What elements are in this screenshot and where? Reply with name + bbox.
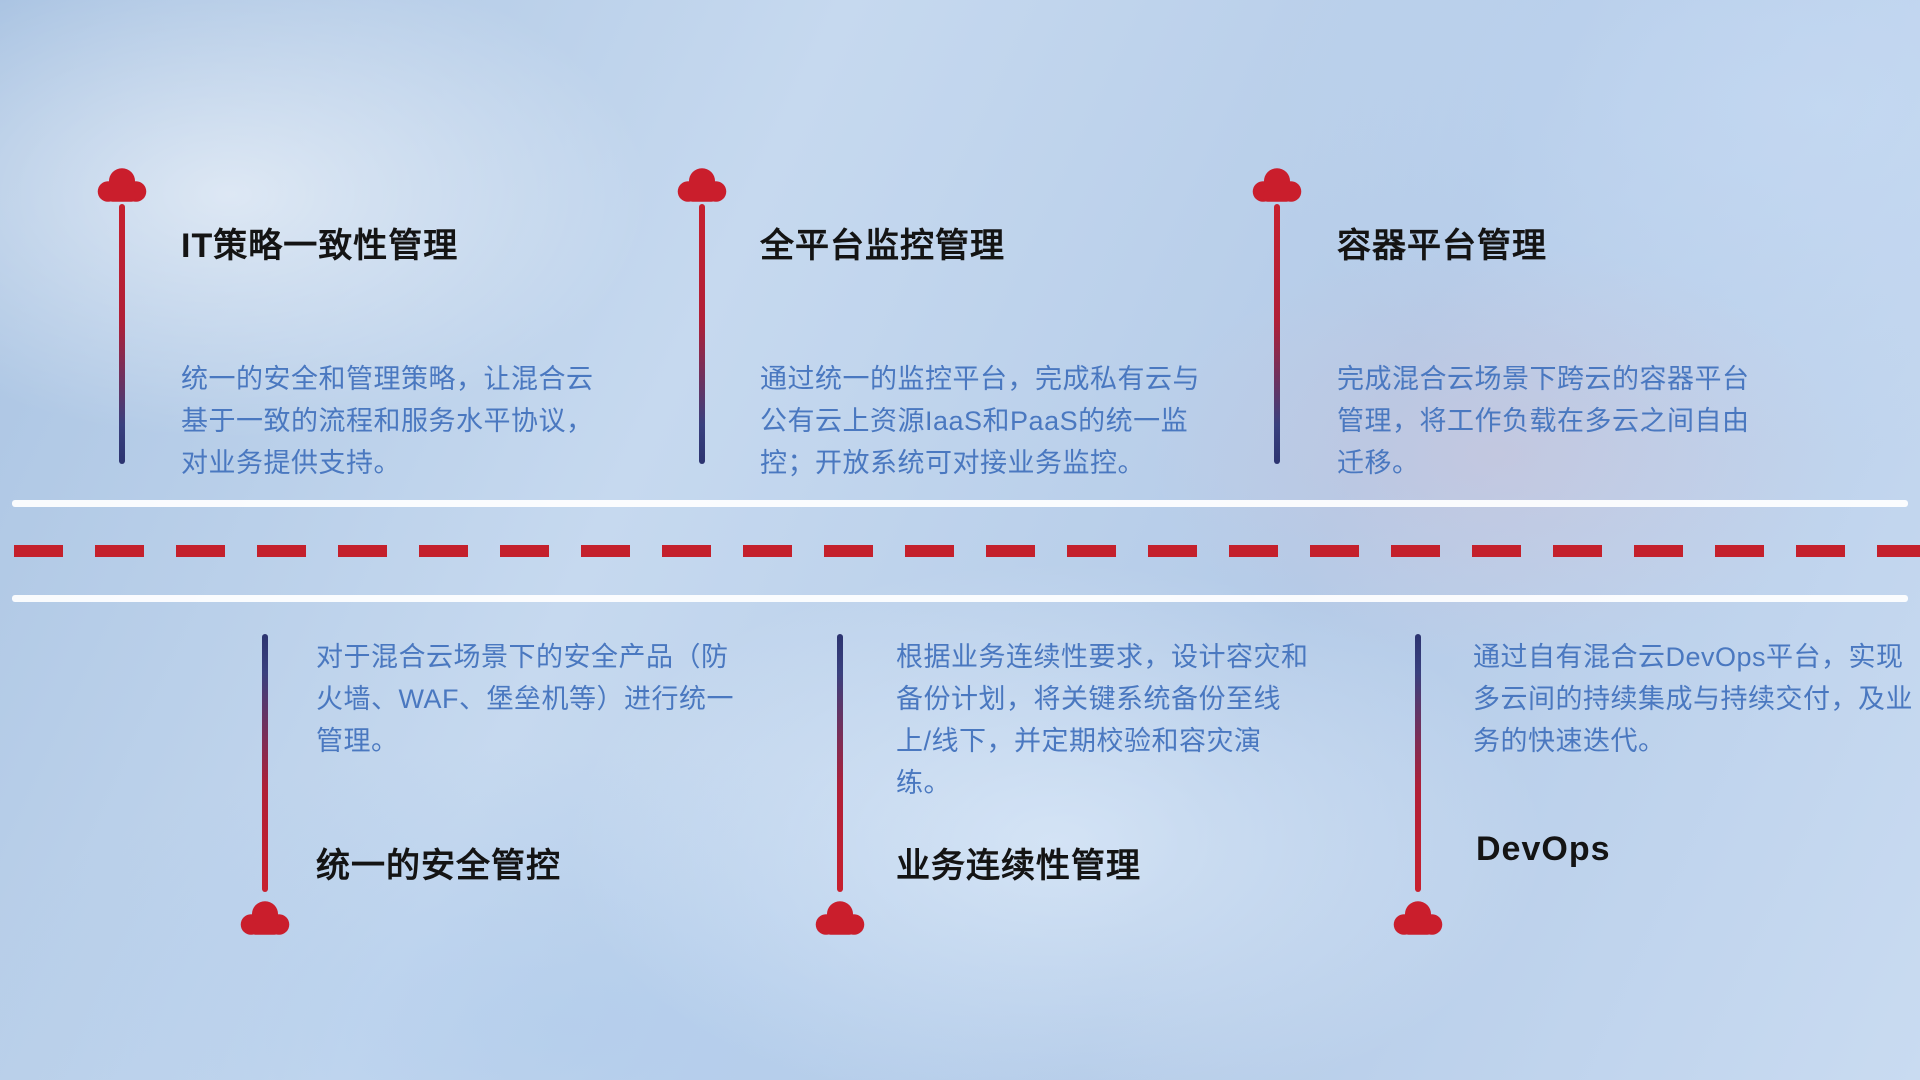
item-description: 完成混合云场景下跨云的容器平台管理，将工作负载在多云之间自由迁移。 <box>1337 364 1750 478</box>
item-description: 通过统一的监控平台，完成私有云与公有云上资源IaaS和PaaS的统一监控；开放系… <box>760 364 1200 478</box>
item-title: IT策略一致性管理 <box>181 227 459 265</box>
cloud-icon <box>1390 898 1446 938</box>
item-title: 全平台监控管理 <box>760 227 1005 265</box>
connector-line <box>1274 204 1280 464</box>
connector-line <box>262 634 268 892</box>
cloud-icon <box>1249 165 1305 205</box>
item-title: DevOps <box>1476 830 1611 868</box>
connector-line <box>1415 634 1421 892</box>
divider-red-dashed-line <box>14 545 1920 557</box>
connector-line <box>699 204 705 464</box>
item-title: 容器平台管理 <box>1337 227 1547 265</box>
item-description: 对于混合云场景下的安全产品（防火墙、WAF、堡垒机等）进行统一管理。 <box>316 642 734 756</box>
connector-line <box>837 634 843 892</box>
divider-white-line-bottom <box>12 595 1908 602</box>
item-description: 根据业务连续性要求，设计容灾和备份计划，将关键系统备份至线上/线下，并定期校验和… <box>896 642 1309 798</box>
item-title: 统一的安全管控 <box>316 847 561 885</box>
cloud-icon <box>812 898 868 938</box>
connector-line <box>119 204 125 464</box>
divider-white-line-top <box>12 500 1908 507</box>
cloud-icon <box>94 165 150 205</box>
cloud-icon <box>237 898 293 938</box>
item-title: 业务连续性管理 <box>896 847 1141 885</box>
item-description: 统一的安全和管理策略，让混合云基于一致的流程和服务水平协议，对业务提供支持。 <box>181 364 594 478</box>
cloud-icon <box>674 165 730 205</box>
item-description: 通过自有混合云DevOps平台，实现多云间的持续集成与持续交付，及业务的快速迭代… <box>1473 642 1913 756</box>
